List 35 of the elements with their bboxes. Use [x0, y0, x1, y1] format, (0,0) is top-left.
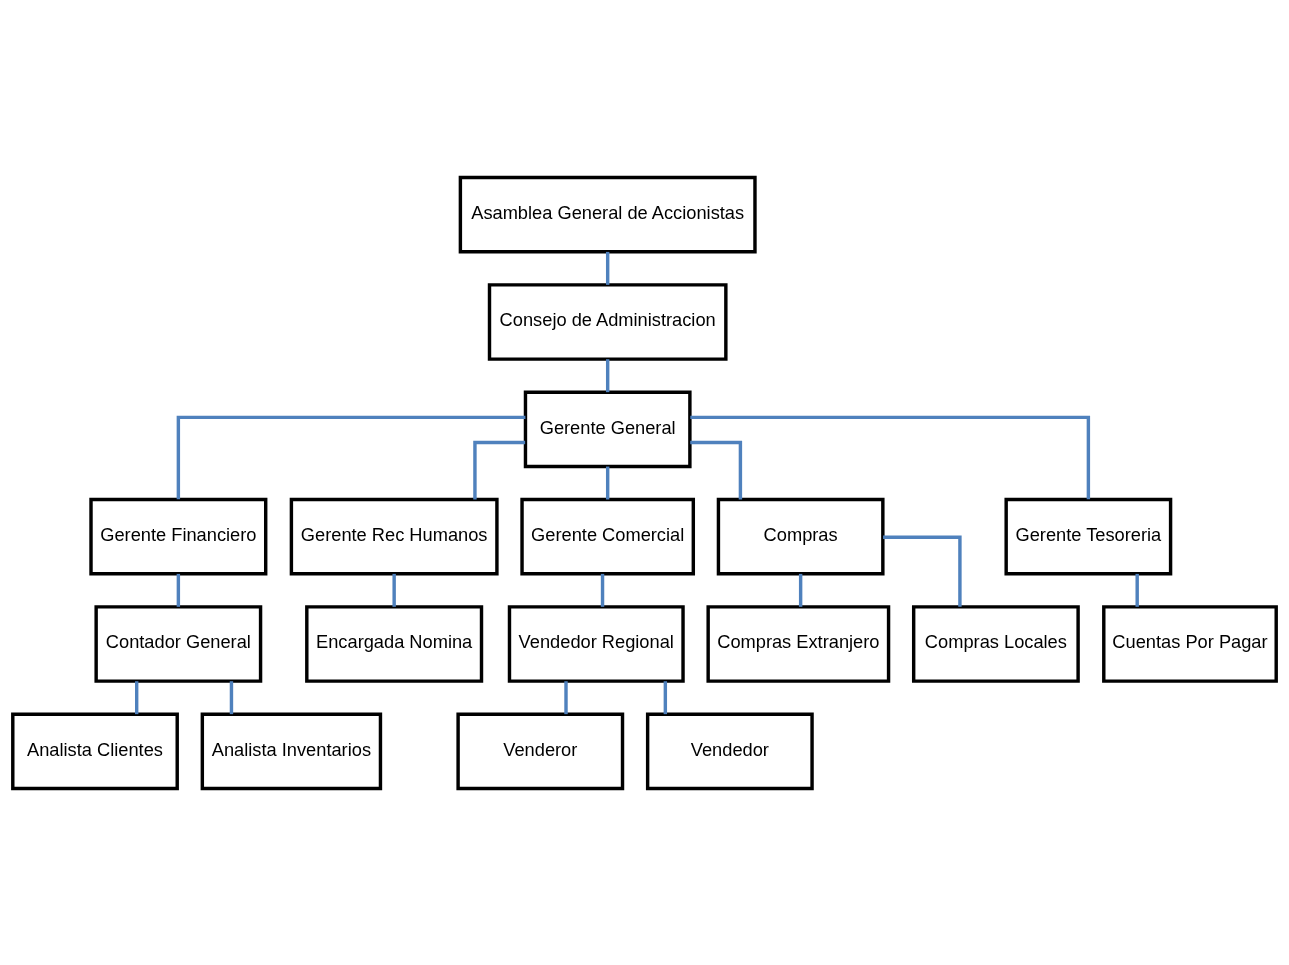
node-box: Gerente Rec Humanos — [289, 497, 499, 575]
connector — [473, 440, 526, 499]
node-box: Analista Clientes — [11, 712, 179, 790]
node-box: Venderor — [456, 712, 625, 790]
connector — [564, 680, 568, 714]
connector — [134, 680, 139, 714]
node-box: Encargada Nomina — [305, 604, 484, 683]
node-box: Gerente Tesoreria — [1004, 497, 1173, 575]
connector — [605, 466, 610, 499]
node-box: Compras — [716, 497, 885, 575]
connector — [605, 251, 610, 285]
connector — [883, 535, 962, 607]
connector — [1135, 573, 1139, 607]
connector — [176, 415, 526, 499]
node-box: Compras Extranjero — [706, 604, 891, 683]
connector — [176, 573, 181, 607]
node-box: Vendedor Regional — [507, 604, 685, 683]
node-box: Compras Locales — [911, 604, 1080, 683]
node-box: Gerente Financiero — [89, 497, 268, 575]
connector — [798, 573, 803, 607]
node-box: Gerente General — [523, 390, 692, 468]
connector — [690, 440, 743, 499]
node-box: Cuentas Por Pagar — [1102, 604, 1278, 683]
connector — [690, 415, 1091, 499]
node-box: Gerente Comercial — [520, 497, 696, 575]
node-box: Asamblea General de Accionistas — [458, 175, 757, 253]
connector — [600, 573, 605, 607]
connector — [392, 573, 396, 607]
node-box: Contador General — [94, 604, 263, 683]
connector — [229, 680, 234, 714]
connector — [663, 680, 668, 714]
node-box: Vendedor — [645, 712, 814, 790]
node-box: Analista Inventarios — [200, 712, 383, 790]
connector — [605, 358, 610, 392]
node-box: Consejo de Administracion — [487, 282, 728, 361]
